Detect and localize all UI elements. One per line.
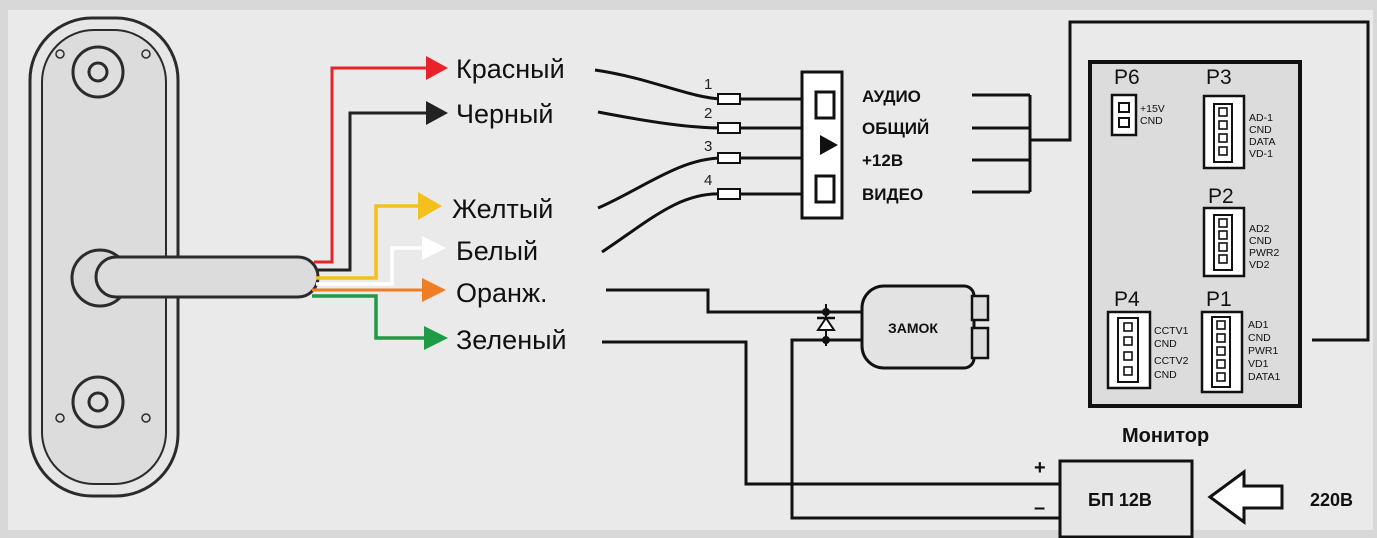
lock-label: ЗАМОК bbox=[888, 320, 938, 336]
port-p2-pin-4: VD2 bbox=[1249, 259, 1270, 271]
wire-label-red: Красный bbox=[456, 54, 565, 84]
power-supply bbox=[1058, 459, 1194, 538]
orange-lock-line bbox=[606, 288, 868, 314]
pin-terminal-1 bbox=[717, 93, 741, 105]
lead-4 bbox=[601, 192, 723, 254]
port-p1-socket bbox=[1200, 310, 1244, 394]
monitor-title: Монитор bbox=[1122, 425, 1209, 447]
port-p3-pin-1: AD-1 bbox=[1249, 112, 1273, 124]
handle-bar bbox=[94, 255, 320, 299]
wire-label-yellow: Желтый bbox=[452, 194, 553, 224]
pin-terminal-2 bbox=[717, 122, 741, 134]
mains-input-arrow-icon bbox=[1207, 469, 1284, 525]
port-p6-title: P6 bbox=[1114, 66, 1140, 89]
port-p2-socket bbox=[1202, 206, 1246, 278]
connector-label-video: ВИДЕО bbox=[862, 185, 923, 204]
port-p6-socket bbox=[1110, 93, 1138, 137]
top-screw-icon bbox=[71, 45, 125, 99]
green-power-line bbox=[602, 340, 1060, 486]
wire-label-black: Черный bbox=[456, 99, 553, 129]
monitor-cable bbox=[972, 20, 1370, 342]
connector-label-12v: +12В bbox=[862, 151, 903, 170]
power-minus-label: – bbox=[1034, 497, 1045, 519]
pin-number-2: 2 bbox=[704, 105, 712, 122]
monitor: P6 +15V CND P3 AD-1 CND DATA VD-1 P2 AD2… bbox=[1088, 60, 1302, 447]
port-p1-pin-5: DATA1 bbox=[1248, 371, 1280, 383]
wire-green bbox=[312, 294, 428, 340]
port-p4-title: P4 bbox=[1114, 288, 1140, 311]
connector-key-icon bbox=[820, 135, 838, 155]
lead-1 bbox=[594, 68, 723, 101]
bottom-left-dot-icon bbox=[55, 413, 65, 423]
connector-leads bbox=[594, 68, 806, 254]
port-p6-pin-2: CND bbox=[1140, 115, 1163, 127]
port-p3-pin-3: DATA bbox=[1249, 136, 1275, 148]
port-p1-pin-3: PWR1 bbox=[1248, 345, 1278, 357]
connector-label-audio: АУДИО bbox=[862, 87, 921, 106]
port-p1-pin-1: AD1 bbox=[1248, 319, 1269, 331]
power-supply-box bbox=[1058, 459, 1194, 538]
port-p1-title: P1 bbox=[1206, 288, 1232, 311]
port-p3-pin-4: VD-1 bbox=[1249, 148, 1273, 160]
port-p2-pin-3: PWR2 bbox=[1249, 247, 1279, 259]
wire-label-white: Белый bbox=[456, 236, 538, 266]
connector-plug bbox=[800, 70, 844, 220]
bottom-screw-icon bbox=[71, 375, 125, 429]
port-p1-pin-2: CND bbox=[1248, 332, 1271, 344]
pin-terminals bbox=[717, 93, 741, 200]
port-p4-pin-4: CND bbox=[1154, 369, 1177, 381]
arrow-red-icon bbox=[426, 56, 448, 80]
arrow-orange-icon bbox=[422, 278, 446, 302]
port-p4-pin-1: CCTV1 bbox=[1154, 325, 1189, 337]
power-supply-label: БП 12В bbox=[1088, 490, 1152, 510]
arrow-black-icon bbox=[426, 101, 448, 125]
port-p3-title: P3 bbox=[1206, 66, 1232, 89]
lead-2 bbox=[597, 110, 723, 130]
colored-wires bbox=[312, 56, 448, 350]
top-left-dot-icon bbox=[55, 49, 65, 59]
lead-3 bbox=[597, 156, 723, 210]
arrow-yellow-icon bbox=[418, 192, 442, 220]
wire-label-orange: Оранж. bbox=[456, 278, 548, 308]
wire-red bbox=[314, 66, 430, 264]
pin-terminal-4 bbox=[717, 188, 741, 200]
wire-yellow bbox=[316, 204, 422, 280]
pin-number-1: 1 bbox=[704, 76, 712, 93]
bottom-right-dot-icon bbox=[141, 413, 151, 423]
top-right-dot-icon bbox=[141, 49, 151, 59]
diode-icon bbox=[816, 308, 836, 344]
power-plus-label: + bbox=[1034, 457, 1046, 479]
call-panel bbox=[28, 16, 320, 498]
port-p4-pin-3: CCTV2 bbox=[1154, 355, 1189, 367]
pin-terminal-3 bbox=[717, 152, 741, 164]
port-p2-pin-2: CND bbox=[1249, 235, 1272, 247]
pin-number-3: 3 bbox=[704, 138, 712, 155]
port-p3-socket bbox=[1202, 94, 1246, 170]
port-p1-pin-4: VD1 bbox=[1248, 358, 1269, 370]
pin-number-4: 4 bbox=[704, 172, 712, 189]
wire-white bbox=[316, 246, 426, 286]
connector-label-common: ОБЩИЙ bbox=[862, 119, 929, 138]
port-p2-pin-1: AD2 bbox=[1249, 223, 1270, 235]
lock-body bbox=[860, 284, 990, 370]
mains-input-label: 220В bbox=[1310, 490, 1353, 510]
port-p2-title: P2 bbox=[1208, 185, 1234, 208]
port-p3-pin-2: CND bbox=[1249, 124, 1272, 136]
port-p6-pin-1: +15V bbox=[1140, 103, 1165, 115]
arrow-white-icon bbox=[422, 236, 446, 260]
wire-label-green: Зеленый bbox=[456, 325, 567, 355]
arrow-green-icon bbox=[424, 326, 448, 350]
port-p4-pin-2: CND bbox=[1154, 338, 1177, 350]
wire-black bbox=[318, 111, 430, 272]
